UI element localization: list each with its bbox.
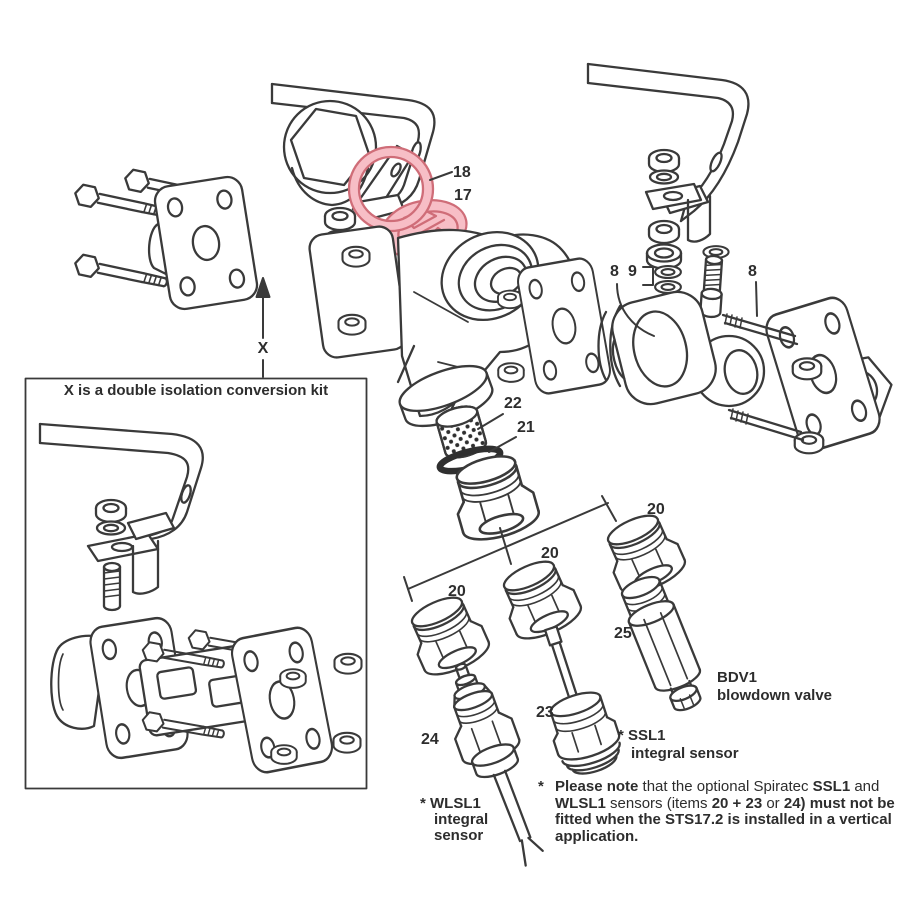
right-valve-stack	[644, 148, 730, 319]
x-arrow	[255, 277, 271, 378]
item18-highlighted-ring	[347, 145, 435, 233]
inset-kit-valve-body	[50, 614, 363, 776]
label-item-17: 17	[454, 187, 472, 204]
label-item-18: 18	[453, 164, 471, 181]
item23-ssl1-sensor	[543, 625, 621, 775]
label-item-23: 23	[536, 704, 554, 721]
label-item-25: 25	[614, 625, 632, 642]
label-item-20-left: 20	[448, 583, 466, 600]
caption-wlsl1-desc-2: sensor	[434, 827, 484, 844]
inset-box-frame	[24, 377, 368, 790]
item24-wlsl1-sensor	[453, 662, 544, 867]
footnote-text: Please note that the optional Spiratec S…	[555, 778, 895, 845]
caption-bdv1-name: BDV1	[717, 669, 758, 686]
label-item-22: 22	[504, 395, 522, 412]
caption-ssl1-name: * SSL1	[618, 727, 666, 744]
footnote: * Please note that the optional Spiratec…	[538, 778, 896, 845]
label-item-21: 21	[517, 419, 535, 436]
item22-strainer-screen	[435, 405, 488, 459]
right-valve-assembly	[597, 290, 893, 456]
caption-wlsl1-desc-1: integral	[434, 811, 489, 828]
label-item-9: 9	[628, 263, 637, 280]
item25-blowdown-valve	[620, 575, 702, 712]
label-item-8-right: 8	[748, 263, 757, 280]
label-item-20-right: 20	[647, 501, 665, 518]
caption-bdv1-desc: blowdown valve	[717, 687, 833, 704]
inlet-flange-and-bolts	[72, 167, 261, 313]
inset-kit-handle	[38, 422, 204, 612]
label-item-20-center: 20	[541, 545, 559, 562]
inset-box-title: X is a double isolation conversion kit	[63, 382, 329, 399]
item20-adapter-center	[491, 551, 587, 648]
item20-adapter-left	[399, 587, 495, 684]
strainer-cap	[443, 447, 544, 548]
x-arrow-label: X	[257, 340, 269, 357]
leader-lines	[403, 171, 758, 602]
caption-ssl1-desc: integral sensor	[631, 745, 739, 762]
caption-wlsl1-name: * WLSL1	[420, 795, 481, 812]
label-item-24: 24	[421, 731, 439, 748]
label-item-8-left: 8	[610, 263, 619, 280]
footnote-asterisk: *	[538, 778, 544, 795]
main-body	[308, 225, 614, 428]
